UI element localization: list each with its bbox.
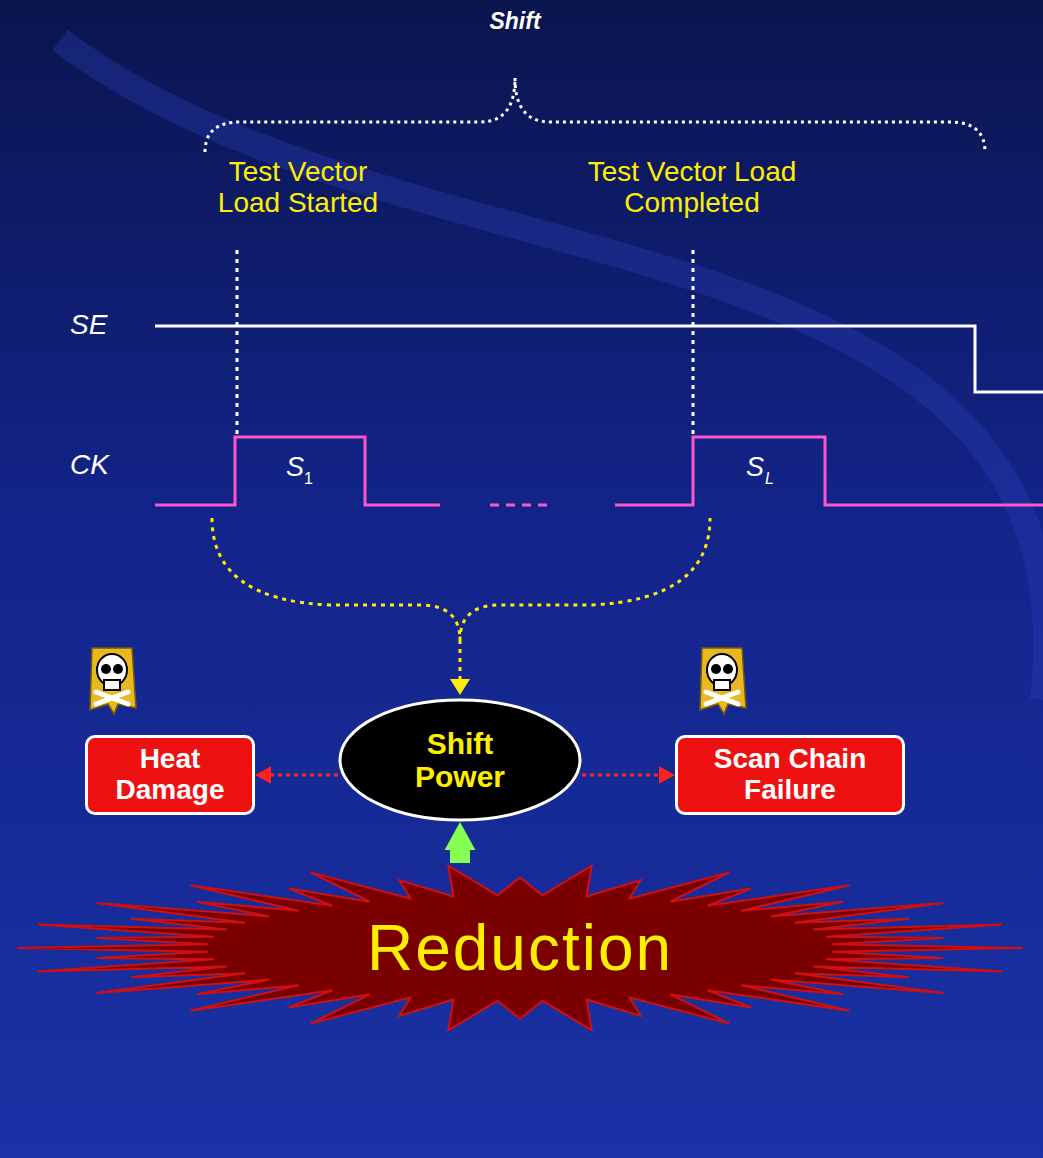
event-label: Test Vector Load Started (203, 156, 393, 219)
signal-name: CK (70, 449, 109, 481)
event-label: Test Vector Load Completed (586, 156, 798, 219)
ck-waveform (615, 437, 1043, 505)
node-text: Heat Damage (100, 744, 240, 806)
node-text: Shift Power (385, 727, 535, 793)
pulse-subscript: L (765, 470, 774, 488)
node-text: Reduction (367, 911, 673, 985)
ck-waveform (155, 437, 440, 505)
brace-leader (459, 640, 462, 680)
skull-icon (90, 648, 136, 714)
se-waveform (155, 326, 1043, 392)
brace-arrowhead (450, 679, 470, 695)
reduction-starburst: Reduction (15, 863, 1025, 1033)
reduction-arrow (445, 822, 476, 863)
pulse-label: S (746, 452, 764, 483)
node-text: Scan Chain Failure (688, 744, 893, 806)
background-swirl (60, 40, 1043, 700)
clock-brace (212, 518, 710, 640)
power-ellipse: Shift Power (338, 698, 582, 822)
pulse-label: S (286, 452, 304, 483)
skull-icon (700, 648, 746, 714)
signal-name: SE (70, 309, 107, 341)
start-marker-line (236, 250, 239, 436)
risk-box: Scan Chain Failure (675, 735, 905, 815)
effect-arrow (255, 766, 338, 784)
pulse-subscript: 1 (304, 470, 313, 488)
complete-marker-line (692, 250, 695, 436)
shift-brace (205, 78, 985, 152)
risk-box: Heat Damage (85, 735, 255, 815)
effect-arrow (582, 766, 675, 784)
phase-title: Shift (489, 8, 540, 35)
ck-ellipsis (490, 504, 550, 507)
